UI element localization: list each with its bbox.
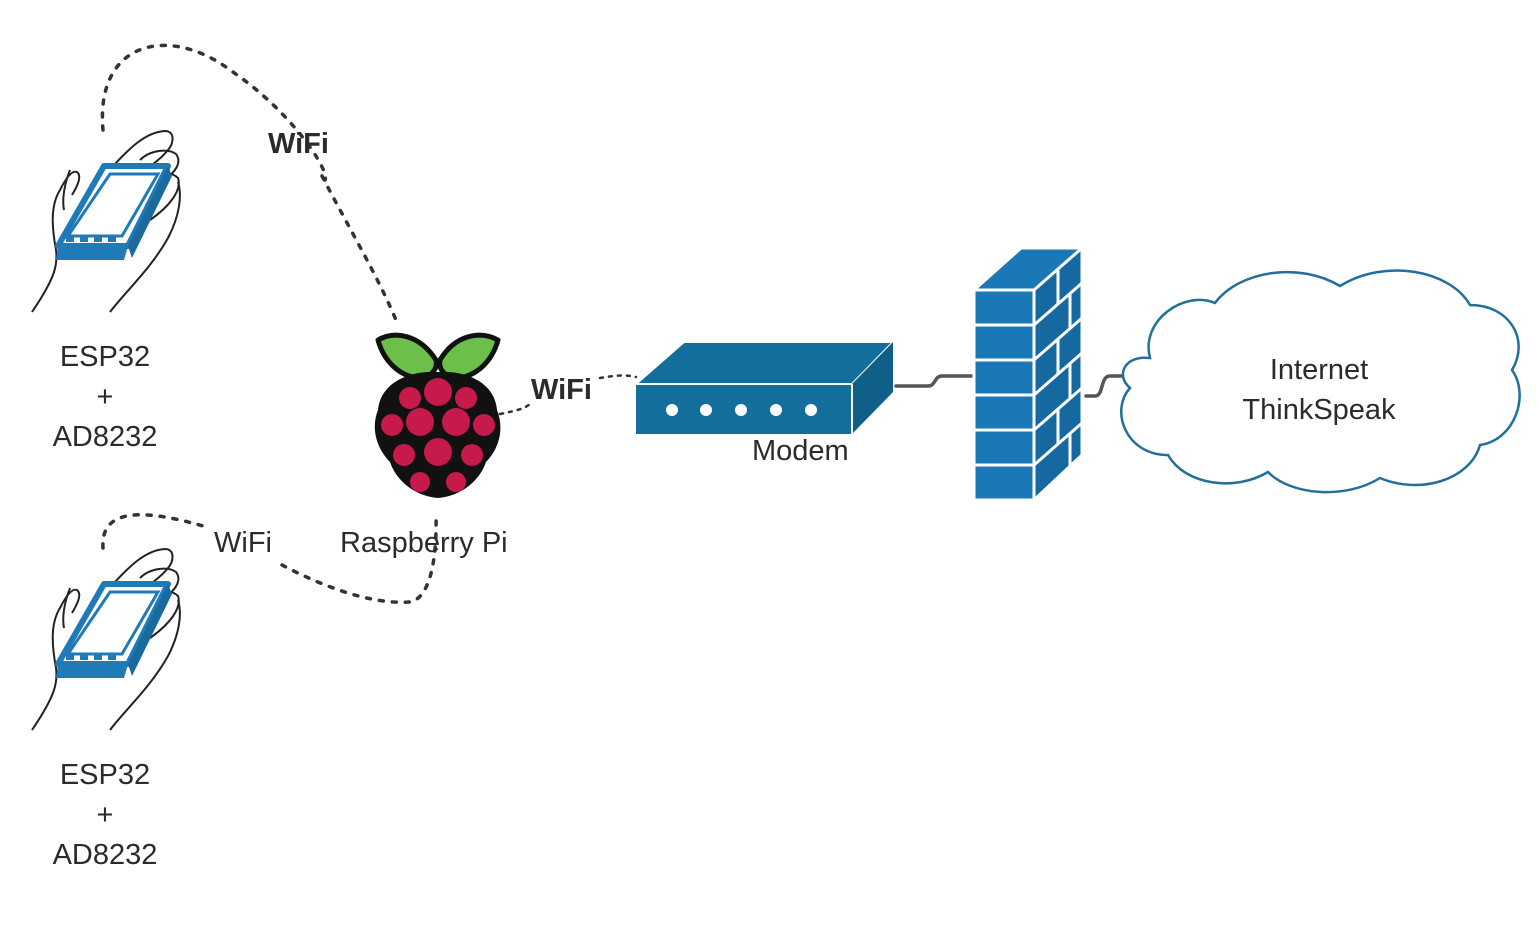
wire-firewall-cloud bbox=[1084, 374, 1124, 398]
cloud-icon bbox=[1120, 269, 1521, 494]
wifi-link-pi-modem bbox=[498, 374, 638, 416]
esp-top-line1: ESP32 bbox=[59, 341, 151, 373]
modem-label: Modem bbox=[752, 435, 849, 467]
esp-bottom-line3: AD8232 bbox=[52, 839, 158, 871]
esp-top-label: ESP32 + AD8232 bbox=[53, 337, 158, 457]
cloud-line1: Internet bbox=[1269, 354, 1369, 386]
raspberry-pi-icon bbox=[374, 332, 501, 498]
cloud-label: Internet ThinkSpeak bbox=[1242, 350, 1395, 430]
wifi-label-pi-modem: WiFi bbox=[531, 374, 592, 406]
wifi-link-bottom-2 bbox=[280, 513, 438, 605]
hand-device-icon bbox=[31, 547, 181, 731]
hand-device-icon bbox=[31, 129, 181, 313]
wifi-link-top-lower bbox=[320, 174, 400, 327]
esp-top-line3: AD8232 bbox=[52, 421, 158, 453]
cloud-line2: ThinkSpeak bbox=[1242, 394, 1396, 426]
esp-top-line2: + bbox=[96, 381, 114, 413]
esp-bottom-line1: ESP32 bbox=[59, 759, 151, 791]
raspberry-pi-label: Raspberry Pi bbox=[340, 527, 508, 559]
wire-modem-firewall bbox=[894, 374, 974, 388]
firewall-icon bbox=[972, 246, 1084, 502]
wifi-label-top: WiFi bbox=[268, 128, 329, 160]
wifi-label-bottom: WiFi bbox=[214, 527, 272, 559]
esp-bottom-label: ESP32 + AD8232 bbox=[53, 755, 158, 875]
modem-icon bbox=[633, 341, 896, 434]
esp-bottom-line2: + bbox=[96, 799, 114, 831]
wifi-link-bottom bbox=[101, 513, 212, 550]
wifi-link-top bbox=[100, 43, 328, 182]
